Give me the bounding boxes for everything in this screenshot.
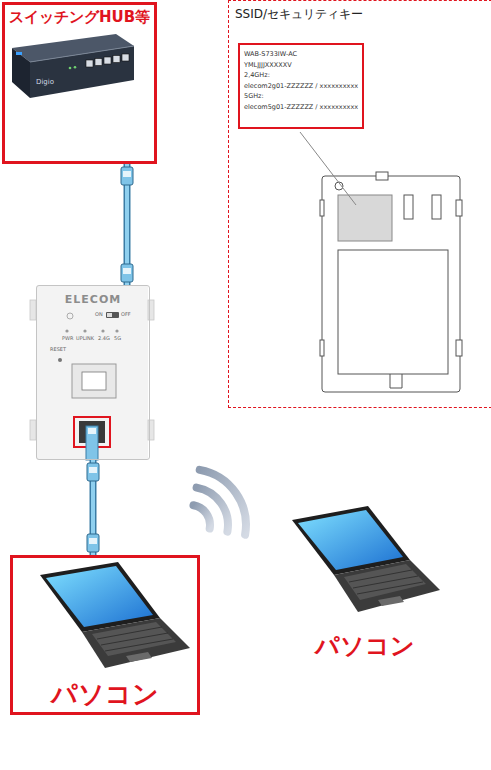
switch-illustration bbox=[12, 34, 134, 98]
label-line: 5GHz: bbox=[244, 91, 358, 102]
label-line: elecom2g01-ZZZZZZ / xxxxxxxxxx bbox=[244, 81, 358, 92]
device-outline bbox=[320, 172, 462, 392]
brand-mark: Digio bbox=[36, 79, 54, 86]
switch-label: ON bbox=[95, 312, 103, 317]
led-label: 5G bbox=[114, 336, 121, 341]
led-label: PWR bbox=[62, 336, 73, 341]
label-line: YMLJJJJXXXXXV bbox=[244, 60, 358, 71]
label-line: elecom5g01-ZZZZZZ / xxxxxxxxxx bbox=[244, 102, 358, 113]
led-label: 2.4G bbox=[98, 336, 110, 341]
pc-label: パソコン bbox=[309, 631, 421, 665]
label-line: 2,4GHz: bbox=[244, 70, 358, 81]
lan-cable bbox=[121, 164, 133, 285]
switch-label: スイッチングHUB等 bbox=[5, 5, 154, 30]
access-point: ELECOM bbox=[36, 285, 150, 460]
laptop-illustration bbox=[292, 506, 440, 612]
switch-label: OFF bbox=[121, 312, 131, 317]
access-point-illustration bbox=[30, 285, 154, 460]
switch-box: スイッチングHUB等 bbox=[2, 2, 157, 164]
lan-cable bbox=[87, 460, 99, 555]
pc-label: パソコン bbox=[45, 678, 165, 712]
laptop-illustration bbox=[40, 562, 190, 668]
led-label: UPLINK bbox=[76, 336, 94, 341]
wifi-waves bbox=[194, 470, 246, 535]
leader-line bbox=[300, 132, 356, 205]
label-line: WAB-S733IW-AC bbox=[244, 49, 358, 60]
brand-label: ELECOM bbox=[37, 286, 149, 306]
pc-wireless: パソコン bbox=[285, 498, 445, 665]
ssid-label: WAB-S733IW-ACYMLJJJJXXXXXV2,4GHz:elecom2… bbox=[238, 43, 364, 129]
pc-box: パソコン bbox=[10, 555, 200, 715]
button-label: RESET bbox=[50, 347, 66, 352]
ssid-panel: SSID/セキュリティキー WAB-S733IW-ACYMLJJJJXXXXXV2… bbox=[228, 0, 491, 408]
panel-title: SSID/セキュリティキー bbox=[229, 1, 491, 28]
